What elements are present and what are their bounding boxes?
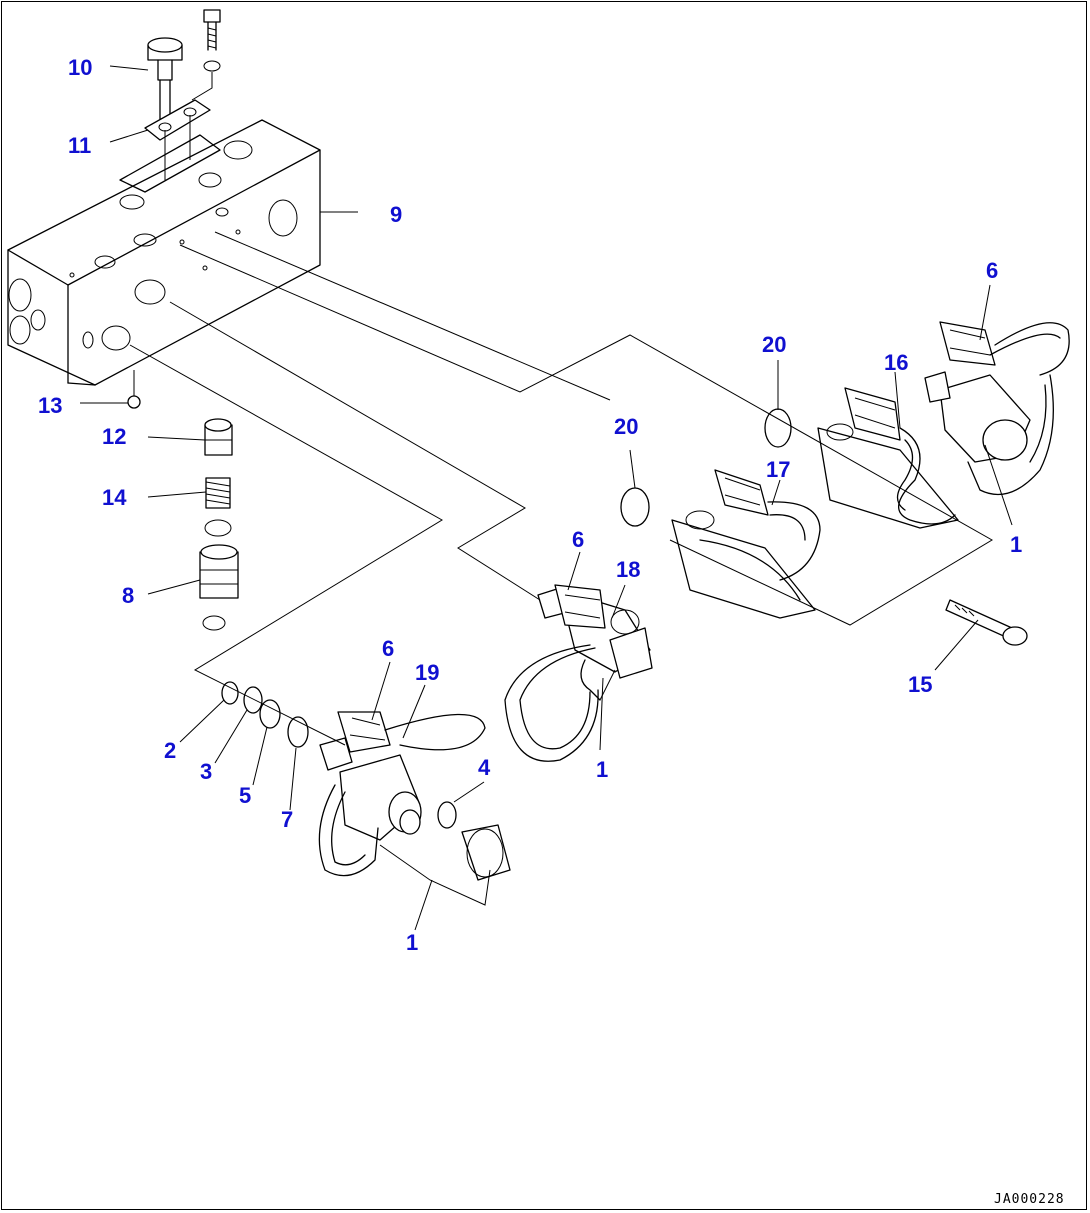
callout-2: 2 [164, 738, 176, 763]
solenoid-lower-left [318, 711, 511, 881]
solenoid-right-middle [671, 469, 821, 619]
bolt-and-gasket [144, 9, 221, 180]
callout-9: 9 [390, 202, 402, 227]
callout-20-middle: 20 [614, 414, 638, 439]
callout-6-middle: 6 [572, 527, 584, 552]
callout-11: 11 [68, 133, 91, 158]
o-rings [221, 408, 792, 829]
assembly-lines [129, 231, 993, 906]
callout-1-lower: 1 [406, 930, 418, 955]
leader-lines [80, 65, 1013, 931]
bolt-15 [945, 599, 1028, 646]
callout-1-upper: 1 [1010, 532, 1022, 557]
callout-12: 12 [102, 424, 126, 449]
callout-6-upper: 6 [986, 258, 998, 283]
callout-1-middle: 1 [596, 757, 608, 782]
callout-17: 17 [766, 457, 790, 482]
valve-block [7, 119, 321, 386]
relief-valve-stack [127, 370, 239, 631]
callout-19: 19 [415, 660, 439, 685]
drawing-code: JA000228 [994, 1192, 1065, 1207]
solenoid-top-right [924, 321, 1070, 496]
callout-3: 3 [200, 759, 212, 784]
callout-4: 4 [478, 755, 491, 780]
solenoid-middle [504, 584, 653, 762]
callout-15: 15 [908, 672, 932, 697]
callout-13: 13 [38, 393, 62, 418]
callout-18: 18 [616, 557, 640, 582]
callout-14: 14 [102, 485, 127, 510]
callout-20-upper: 20 [762, 332, 786, 357]
solenoid-upper-right [817, 387, 959, 529]
callout-6-lower: 6 [382, 636, 394, 661]
callout-10: 10 [68, 55, 92, 80]
callout-8: 8 [122, 583, 134, 608]
callout-16: 16 [884, 350, 908, 375]
callout-7: 7 [281, 807, 293, 832]
callout-5: 5 [239, 783, 251, 808]
callout-labels: 10 11 9 13 12 14 8 2 3 5 7 4 6 19 1 6 18… [38, 55, 1022, 955]
